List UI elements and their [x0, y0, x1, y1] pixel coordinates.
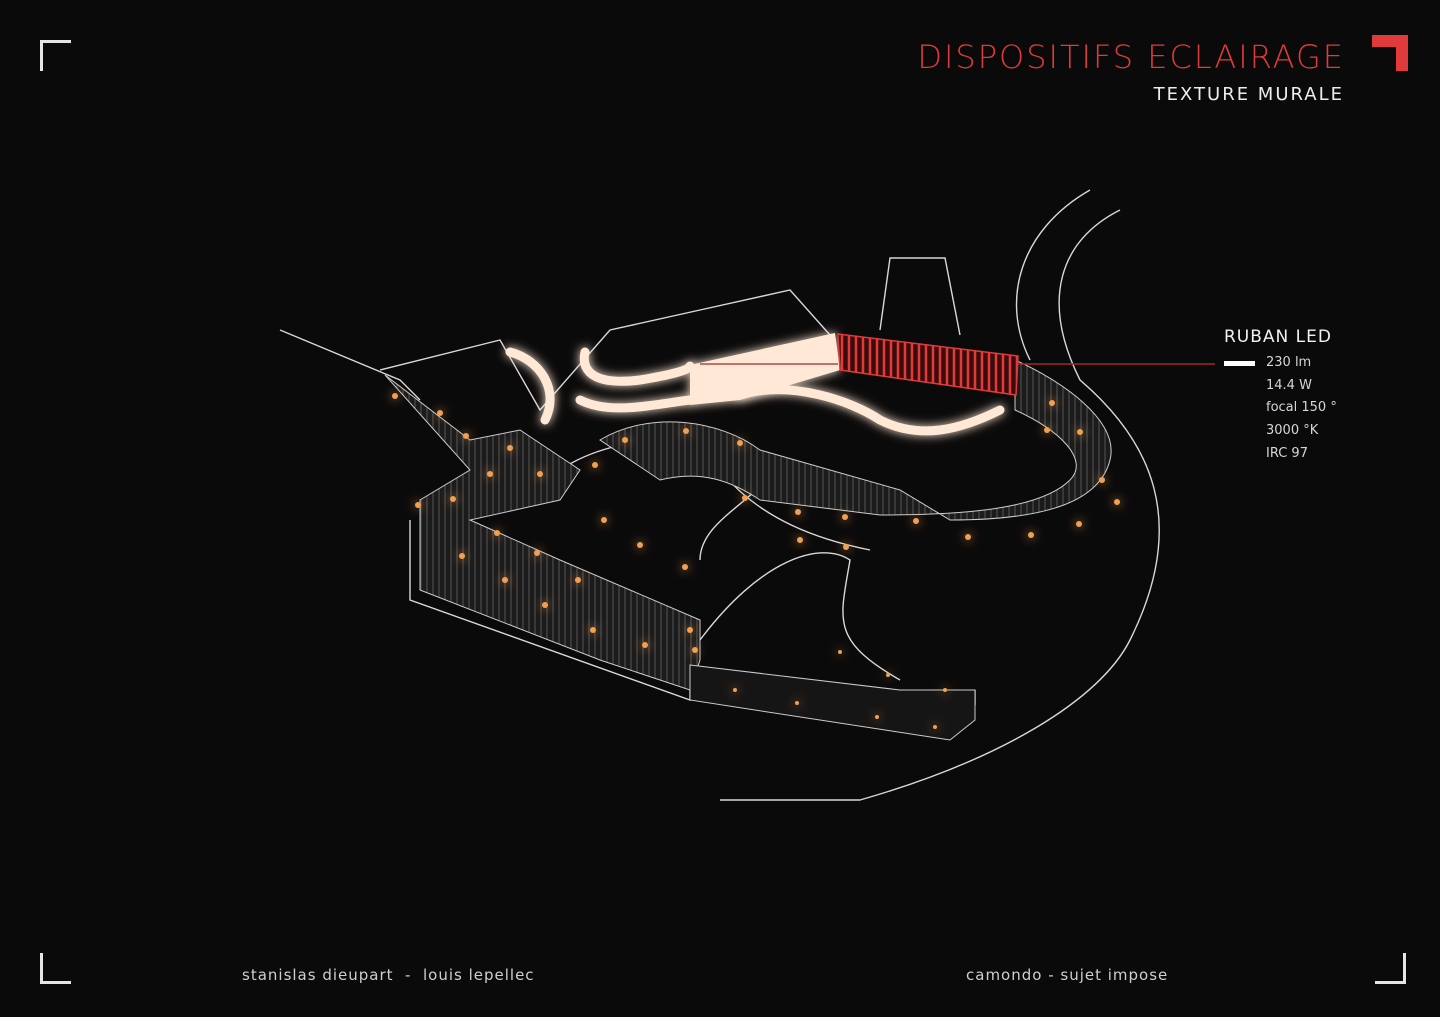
footer-authors: stanislas dieupart - louis lepellec [242, 966, 535, 984]
wall-segment-left [384, 374, 701, 691]
spec-color-temperature: 3000 °K [1266, 423, 1319, 438]
led-wall-panel [690, 333, 840, 405]
frame-corner-bottom-right [1375, 953, 1406, 984]
frame-corner-top-right-accent [1372, 35, 1408, 71]
wall-segment-bottom [689, 664, 976, 741]
frame-corner-bottom-left [40, 953, 71, 984]
spec-lumens: 230 lm [1266, 355, 1312, 370]
wall-segment-curved [599, 359, 1112, 521]
page-title: DISPOSITIFS ECLAIRAGE [917, 38, 1345, 76]
legend-title: RUBAN LED [1224, 327, 1332, 347]
frame-corner-top-left [40, 40, 71, 71]
wall-spotlights [392, 393, 1120, 729]
page-subtitle: TEXTURE MURALE [1153, 84, 1344, 105]
footer-project: camondo - sujet impose [966, 966, 1169, 984]
spec-cri: IRC 97 [1266, 446, 1308, 461]
spec-power: 14.4 W [1266, 378, 1312, 393]
led-strip-legend-swatch [1224, 361, 1255, 366]
led-strip-glow [505, 347, 1005, 436]
spec-focal: focal 150 ° [1266, 400, 1337, 415]
building-outline [279, 189, 1160, 801]
red-highlighted-wall [837, 333, 1019, 396]
